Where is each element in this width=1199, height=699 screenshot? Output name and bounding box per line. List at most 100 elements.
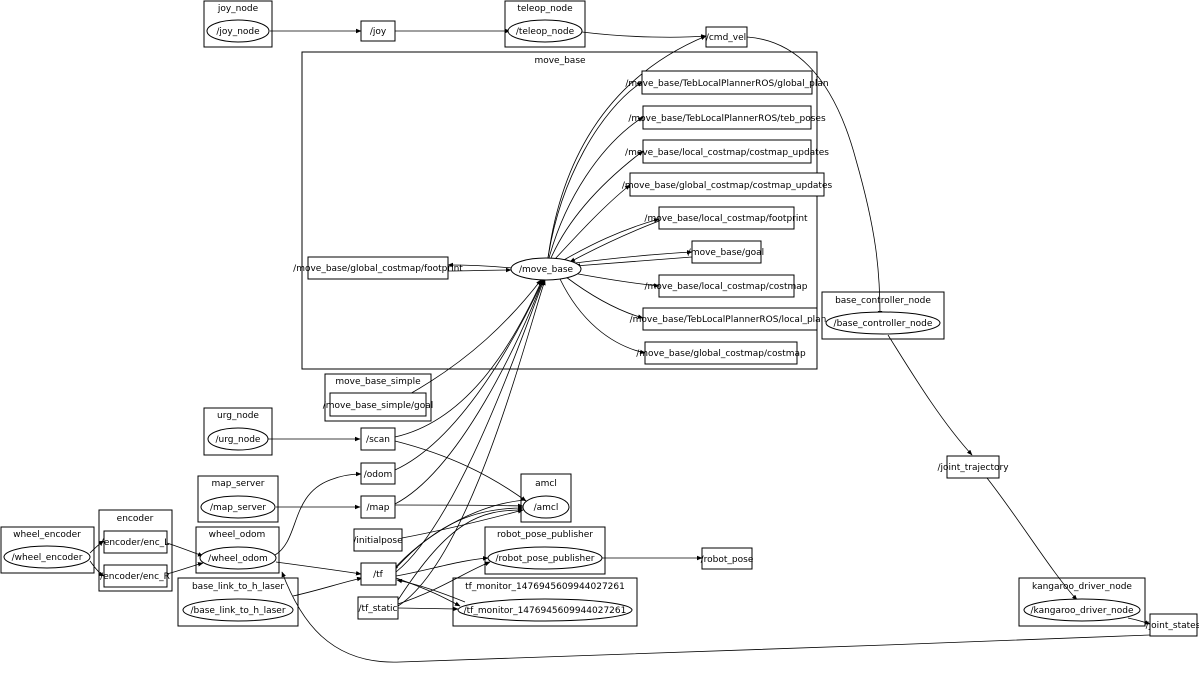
topic-map[interactable]: /map (360, 495, 396, 519)
edge-move-base-to-global-costmap-updates (554, 184, 631, 260)
cluster-move-base: move_base (301, 51, 818, 370)
cluster-label: move_base_simple (335, 377, 421, 387)
topic-local-costmap[interactable]: /move_base/local_costmap/costmap (645, 274, 808, 298)
topic-label: /scan (366, 435, 390, 445)
edge-goal-to-move-base (574, 256, 693, 268)
topic-scan[interactable]: /scan (360, 427, 396, 451)
topic-label: /move_base/global_costmap/costmap (636, 349, 806, 359)
topic-global-plan[interactable]: /move_base/TebLocalPlannerROS/global_pla… (625, 70, 829, 95)
topic-label: /move_base/goal (688, 248, 764, 258)
cluster-wheel-odom: wheel_odom (195, 526, 280, 574)
topic-label: /move_base_simple/goal (323, 401, 434, 411)
topic-tf[interactable]: /tf (360, 562, 397, 586)
topic-joint-trajectory[interactable]: /joint_trajectory (937, 455, 1009, 479)
edge-map-to-amcl (394, 503, 524, 509)
cluster-map-server: map_server (197, 475, 279, 523)
node-label: /base_link_to_h_laser (190, 606, 285, 616)
topic-global-costmap-updates[interactable]: /move_base/global_costmap/costmap_update… (622, 172, 833, 197)
topic-teb-poses[interactable]: /move_base/TebLocalPlannerROS/teb_poses (628, 105, 826, 130)
node-kangaroo-driver-node[interactable]: /kangaroo_driver_node (1023, 598, 1141, 622)
topic-goal[interactable]: /move_base/goal (688, 240, 764, 264)
topic-label: /move_base/global_costmap/footprint (293, 264, 463, 274)
edge-tf-static-to-robot-pose-publisher (397, 561, 491, 605)
edge-move-base-to-global-plan (547, 81, 643, 259)
node-label: /kangaroo_driver_node (1031, 606, 1134, 616)
topic-label: /map (366, 503, 389, 513)
cluster-move-base-simple: move_base_simple (324, 373, 432, 422)
edge-move-base-to-local-costmap-updates (550, 150, 644, 259)
node-label: /tf_monitor_1476945609944027261 (464, 606, 627, 616)
topic-label: /move_base/TebLocalPlannerROS/teb_poses (628, 114, 826, 124)
topic-enc-l[interactable]: /encoder/enc_L (101, 530, 169, 554)
node-wheel-odom[interactable]: /wheel_odom (199, 546, 277, 570)
edge-tf-static-to-tf-monitor (397, 606, 459, 612)
topic-label: /encoder/enc_L (101, 538, 169, 548)
topic-initialpose[interactable]: /initialpose (353, 528, 403, 552)
node-wheel-encoder[interactable]: /wheel_encoder (3, 545, 91, 569)
topic-label: /move_base/local_costmap/footprint (644, 214, 808, 224)
edge-tf-to-tf-monitor (395, 577, 461, 607)
topic-label: /move_base/local_costmap/costmap (645, 282, 808, 292)
topic-joy[interactable]: /joy (360, 20, 396, 42)
node-joy-node[interactable]: /joy_node (206, 19, 270, 43)
edge-move-base-to-local-footprint (561, 218, 660, 262)
node-label: /amcl (534, 503, 559, 513)
cluster-label: map_server (212, 479, 265, 489)
edge-cmd-vel-to-base-controller (746, 36, 883, 317)
edge-move-base-to-global-footprint (447, 262, 513, 269)
topic-odom[interactable]: /odom (360, 462, 396, 485)
node-label: /urg_node (216, 435, 261, 445)
topic-label: /move_base/TebLocalPlannerROS/global_pla… (625, 79, 828, 89)
node-map-server[interactable]: /map_server (200, 495, 276, 519)
topic-local-costmap-updates[interactable]: /move_base/local_costmap/costmap_updates (625, 139, 829, 164)
edge-tf-to-robot-pose-publisher (395, 556, 489, 577)
topic-label: /move_base/local_costmap/costmap_updates (625, 148, 829, 158)
edge-tf-monitor-to-tf (396, 578, 466, 603)
edge-tf-to-move-base (395, 279, 545, 573)
topic-global-costmap[interactable]: /move_base/global_costmap/costmap (636, 341, 806, 365)
edge-enc-l-to-wheel-odom (166, 542, 204, 557)
cluster-urg-node: urg_node (203, 407, 273, 456)
node-label: /joy_node (216, 27, 260, 37)
topic-move-base-simple-goal[interactable]: /move_base_simple/goal (323, 392, 434, 417)
cluster-label: wheel_encoder (13, 530, 81, 540)
node-urg-node[interactable]: /urg_node (207, 427, 269, 451)
topic-global-footprint[interactable]: /move_base/global_costmap/footprint (293, 256, 463, 280)
topic-label: /joint_trajectory (937, 463, 1009, 473)
cluster-label: amcl (535, 479, 557, 489)
cluster-label: tf_monitor_1476945609944027261 (465, 582, 625, 592)
cluster-base-link-to-h-laser: base_link_to_h_laser (177, 577, 299, 627)
node-move-base[interactable]: /move_base (510, 257, 582, 281)
edge-odom-to-move-base (394, 279, 544, 471)
topic-label: /cmd_vel (706, 33, 746, 43)
cluster-label: move_base (534, 56, 586, 66)
topic-label: /joy (370, 27, 387, 37)
topic-label: /tf (373, 570, 384, 580)
cluster-label: teleop_node (517, 4, 573, 14)
node-tf-monitor[interactable]: /tf_monitor_1476945609944027261 (457, 598, 633, 622)
cluster-label: wheel_odom (209, 530, 266, 540)
edge-tf-static-to-move-base (397, 279, 546, 607)
node-amcl[interactable]: /amcl (522, 495, 570, 519)
topic-local-plan[interactable]: /move_base/TebLocalPlannerROS/local_plan (630, 307, 827, 331)
edges (89, 28, 1151, 663)
node-label: /teleop_node (516, 27, 575, 37)
topic-tf-static[interactable]: /tf_static (357, 596, 399, 620)
edge-base-controller-to-joint-trajectory (887, 334, 973, 456)
topic-local-footprint[interactable]: /move_base/local_costmap/footprint (644, 206, 808, 230)
node-base-controller-node[interactable]: /base_controller_node (825, 311, 941, 335)
topic-joint-states[interactable]: /joint_states (1146, 613, 1199, 637)
topic-cmd-vel[interactable]: /cmd_vel (705, 26, 748, 48)
edge-wheel-encoder-to-enc-l (89, 540, 105, 554)
node-teleop-node[interactable]: /teleop_node (507, 19, 583, 43)
node-base-link-to-h-laser[interactable]: /base_link_to_h_laser (182, 598, 294, 622)
edge-move-base-to-global-costmap (559, 278, 646, 355)
topic-enc-r[interactable]: /encoder/enc_R (100, 564, 170, 588)
node-robot-pose-publisher[interactable]: /robot_pose_publisher (487, 546, 603, 570)
cluster-robot-pose-publisher: robot_pose_publisher (484, 526, 606, 575)
edge-joint-trajectory-to-kangaroo (986, 477, 1078, 601)
edge-joint-states-to-wheel-odom (281, 571, 1151, 663)
topic-robot-pose[interactable]: /robot_pose (701, 547, 754, 570)
topic-label: /odom (364, 470, 393, 480)
cluster-label: joy_node (217, 4, 259, 14)
